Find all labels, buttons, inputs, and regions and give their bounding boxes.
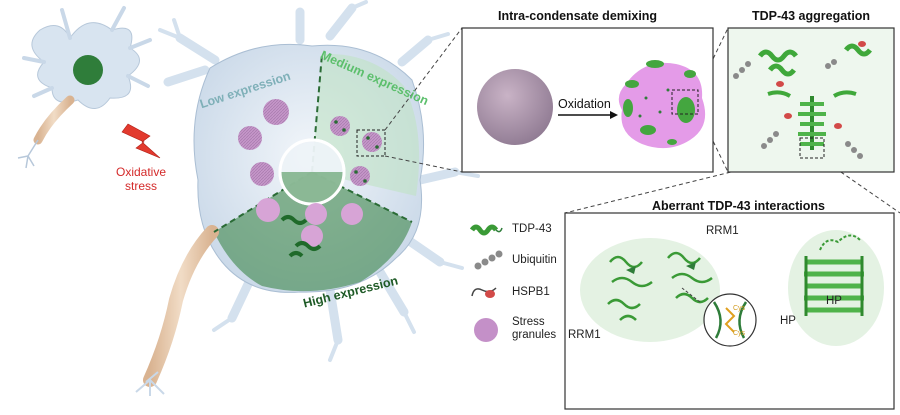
legend-label-stress-granules: Stress granules: [512, 316, 557, 342]
aberrant-panel: [564, 212, 895, 410]
lightning-bolt-icon: [121, 123, 161, 159]
tdp43-icon: [469, 224, 503, 236]
aberrant-title: Aberrant TDP-43 interactions: [652, 199, 825, 213]
legend-label-hspb1: HSPB1: [512, 286, 550, 298]
legend-icons: [469, 224, 503, 342]
aggregation-title: TDP-43 aggregation: [752, 9, 871, 23]
legend-label-ubiquitin: Ubiquitin: [512, 254, 557, 266]
stress-granule: [350, 166, 370, 186]
cys-top-label: Cys: [733, 305, 746, 312]
hspb1-icon: [471, 287, 497, 298]
rrm1-top-label: RRM1: [706, 225, 739, 237]
zoom-box: [356, 129, 386, 157]
cys-bottom-label: Cys: [733, 330, 746, 337]
large-neuron: [135, 0, 480, 396]
legend-label-tdp43: TDP-43: [512, 223, 552, 235]
condensate-droplet: [477, 69, 553, 145]
oxidation-label: Oxidation: [558, 97, 611, 111]
stress-granule: [301, 225, 323, 247]
stress-granule: [256, 198, 280, 222]
rrm1-left-label: RRM1: [568, 329, 601, 341]
stress-granule: [341, 203, 363, 225]
aggregation-panel: [727, 27, 895, 173]
demixing-title: Intra-condensate demixing: [498, 9, 658, 23]
stress-granule: [238, 126, 262, 150]
ubiquitin-icon: [474, 250, 503, 270]
stress-granule: [362, 132, 382, 152]
stress-granule-icon: [474, 318, 498, 342]
hp-left-label: HP: [780, 315, 796, 327]
stress-granule: [330, 116, 350, 136]
stress-granule: [263, 99, 289, 125]
small-neuron: [17, 6, 152, 169]
demixed-condensate: [618, 62, 706, 149]
oxidative-stress-label: Oxidative stress: [115, 165, 167, 193]
small-neuron-nucleus: [73, 55, 103, 85]
demixing-panel: [461, 27, 714, 173]
hp-inner-label: HP: [826, 295, 842, 307]
stress-granule: [250, 162, 274, 186]
stress-granule: [305, 203, 327, 225]
